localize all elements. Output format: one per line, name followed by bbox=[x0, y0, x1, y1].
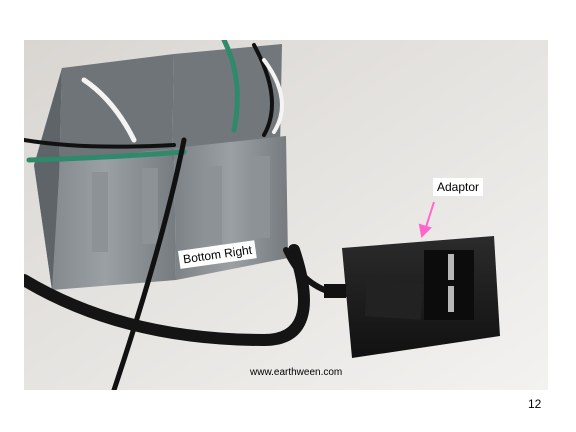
electrical-box-right bbox=[172, 44, 288, 280]
adaptor bbox=[324, 236, 500, 358]
photo bbox=[24, 40, 548, 390]
adaptor-callout-label: Adaptor bbox=[433, 178, 484, 196]
watermark-url: www.earthween.com bbox=[250, 367, 343, 378]
photo-illustration bbox=[24, 40, 548, 390]
arrow bbox=[418, 201, 435, 239]
page-number: 12 bbox=[528, 397, 542, 411]
